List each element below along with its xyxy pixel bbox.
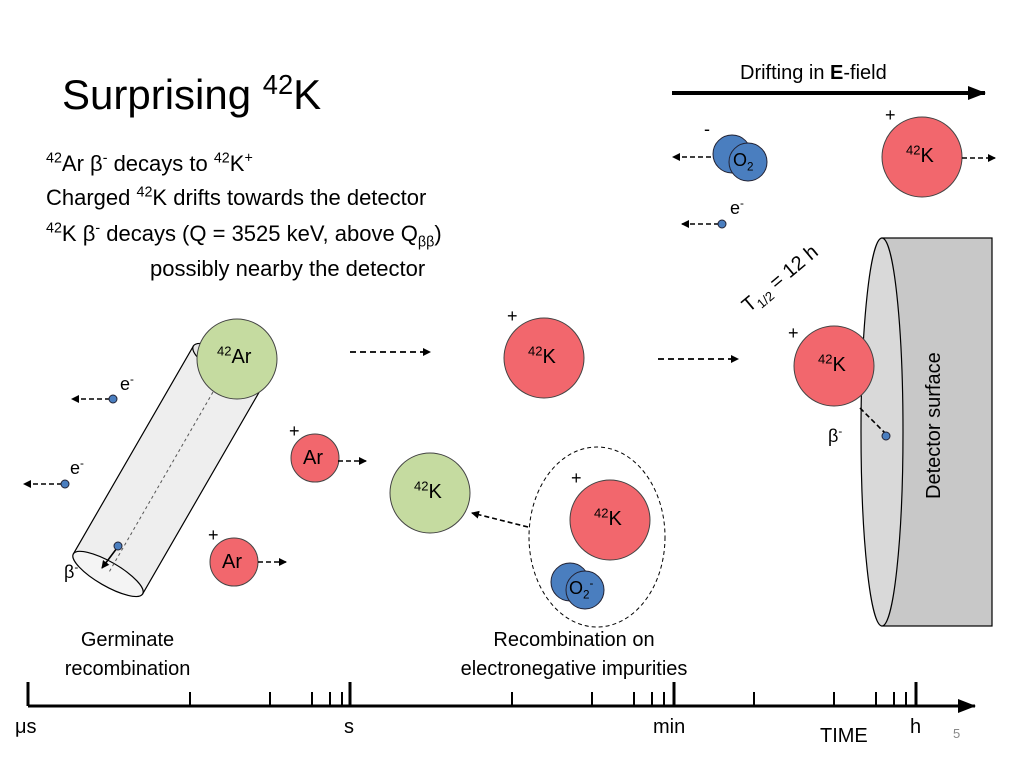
o2-molecule-bottom xyxy=(550,562,605,610)
page-title: Surprising 42K xyxy=(62,69,322,118)
k42-circle-mid xyxy=(503,317,585,399)
k42-circle-surface xyxy=(793,325,875,407)
k42-neutral-label: 42K xyxy=(414,478,442,503)
time-axis xyxy=(26,682,976,713)
o2-label-top: O2 xyxy=(733,150,754,174)
bullet-line-1: 42Ar β- decays to 42K+ xyxy=(46,150,253,176)
electron-top xyxy=(681,219,727,229)
k42-surface-label: 42K xyxy=(818,351,846,376)
k42-impurity-label: 42K xyxy=(594,505,622,530)
electron-2 xyxy=(23,479,70,489)
detector-cylinder xyxy=(860,237,993,627)
time-label-s: s xyxy=(344,716,354,738)
bullet-line-2: Charged 42K drifts towards the detector xyxy=(46,184,427,210)
beta-electron-detector xyxy=(859,407,891,441)
electron-label-top: e- xyxy=(730,197,744,218)
recombination-arrow xyxy=(471,510,529,528)
k42-circle-drift xyxy=(881,116,963,198)
time-label-us: μs xyxy=(15,716,37,738)
page-number: 5 xyxy=(953,726,961,741)
drift-label: Drifting in E-field xyxy=(740,62,887,84)
k42-label-mid: 42K xyxy=(528,343,556,368)
time-label-min: min xyxy=(653,716,686,738)
ar-ion-label-1: Ar xyxy=(303,447,323,469)
ar-ion-circle-1 xyxy=(290,433,340,483)
o2-label-bottom: O2- xyxy=(569,577,594,602)
ar-ion-label-2: Ar xyxy=(222,551,242,573)
ar42-label: 42Ar xyxy=(217,343,252,368)
o2-molecule-top xyxy=(712,134,768,182)
impurity-ellipse xyxy=(528,446,666,628)
k42-drift-label: 42K xyxy=(906,142,934,167)
plus-sign-mid: + xyxy=(507,306,518,326)
electron-1 xyxy=(71,394,118,404)
beta-electron-tube xyxy=(101,541,123,569)
o2-charge-top: - xyxy=(704,119,710,139)
k42-neutral-circle xyxy=(389,452,471,534)
plus-sign-impurity: + xyxy=(571,468,582,488)
beta-label-tube: β- xyxy=(64,561,79,582)
bullet-line-4: possibly nearby the detector xyxy=(150,256,426,281)
plus-sign-drift: + xyxy=(885,105,896,125)
plus-sign-ar1: + xyxy=(289,421,300,441)
bullet-line-3: 42K β- decays (Q = 3525 keV, above Qββ) xyxy=(46,220,442,251)
k42-circle-impurity xyxy=(569,479,651,561)
plus-sign-surface: + xyxy=(788,323,799,343)
time-axis-label: TIME xyxy=(820,725,868,747)
beta-label-detector: β- xyxy=(828,425,843,446)
detector-surface-label: Detector surface xyxy=(923,352,945,499)
electron-label-2: e- xyxy=(70,457,84,478)
time-label-h: h xyxy=(910,716,922,738)
plus-sign-ar2: + xyxy=(208,525,219,545)
ar42-circle xyxy=(196,318,278,400)
electron-label-1: e- xyxy=(120,373,134,394)
